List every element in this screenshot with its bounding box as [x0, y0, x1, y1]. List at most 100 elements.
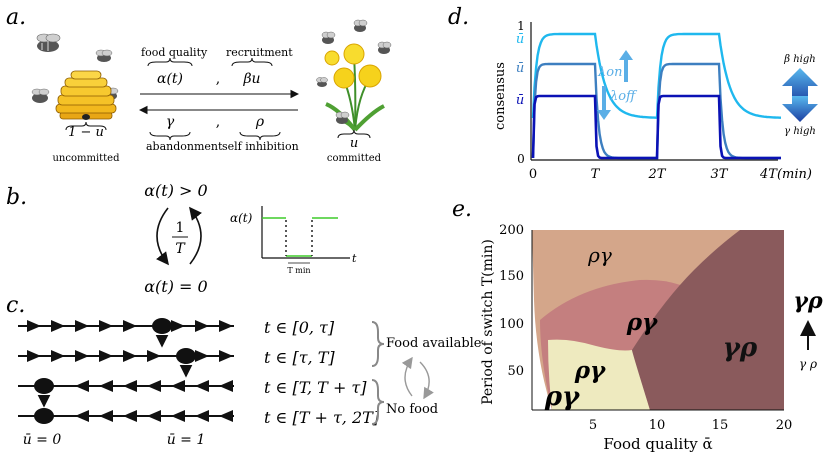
bee-icon	[31, 88, 50, 103]
flow-arrow	[99, 410, 113, 422]
rate-den: T	[175, 241, 186, 257]
switch-arrow	[401, 356, 413, 397]
panel-a-letter: a.	[6, 5, 26, 30]
x-tick: 20	[776, 418, 793, 433]
flow-arrow	[147, 410, 161, 422]
gamma-high: γ high	[784, 126, 816, 137]
flow-arrow	[219, 320, 233, 332]
side-arrow-up	[782, 68, 818, 104]
flow-arrow	[219, 410, 233, 422]
x-tick: 4T(min)	[759, 167, 812, 182]
switch-arrow	[419, 361, 434, 400]
flow-arrow	[171, 410, 185, 422]
ubar-mid: ū	[516, 61, 524, 76]
brace	[371, 321, 385, 367]
flow-arrow	[195, 350, 209, 362]
ubar-dark: ū	[516, 93, 524, 108]
region-label: ργ	[587, 243, 612, 267]
e-y-ticks: 50 100 150 200	[499, 223, 524, 379]
rho-rate: ρ	[255, 114, 265, 130]
separator-bottom: ,	[216, 114, 220, 130]
panel-c: c. t ∈ [0, τ] t ∈ [τ, T] t ∈ [T, T + τ] …	[6, 293, 482, 448]
d-ylabel: consensus	[493, 62, 508, 130]
region-right	[632, 230, 784, 410]
flow-arrow	[27, 350, 41, 362]
d-y-top: 1	[517, 19, 525, 33]
flow-arrow	[99, 350, 113, 362]
flow-arrow	[123, 380, 137, 392]
row-label: t ∈ [T + τ, 2T]	[264, 408, 380, 427]
rate-num: 1	[176, 220, 185, 236]
side-arrow-down	[782, 96, 818, 122]
region-cream	[548, 339, 650, 410]
x-tick: 3T	[711, 167, 729, 182]
panel-e-letter: e.	[452, 197, 472, 222]
brace	[65, 121, 107, 131]
flow-arrow	[75, 380, 89, 392]
gamma-rate: γ	[166, 114, 175, 130]
panel-d-letter: d.	[448, 5, 469, 30]
flow-arrow	[195, 320, 209, 332]
flow-arrow	[147, 350, 161, 362]
fixed-point	[34, 408, 54, 424]
bee-icon	[321, 31, 336, 44]
x-tick: 2T	[648, 167, 667, 182]
lambda-on-arrowhead	[619, 50, 633, 60]
food-available-label: Food available	[386, 336, 482, 351]
phase-lines	[18, 318, 234, 424]
beta-rate: βu	[242, 71, 260, 87]
cycle-arrow-up	[189, 206, 202, 265]
flow-arrow	[219, 350, 233, 362]
row-label: t ∈ [τ, T]	[264, 348, 335, 367]
lambda-off-arrowhead	[597, 110, 611, 120]
panel-d: d. consensus 1 0 ū ū ū 0 T 2T 3T 4T(min)…	[448, 5, 818, 182]
y-tick: 150	[499, 269, 524, 284]
signal-xlabel: t	[352, 252, 357, 265]
x-tick: T	[591, 167, 601, 182]
row-label: t ∈ [T, T + τ]	[264, 378, 367, 397]
consensus-curve	[531, 94, 781, 160]
bee-icon	[36, 33, 61, 52]
panel-b: b. α(t) > 0 α(t) = 0 1 T α(t) t T min	[6, 181, 357, 296]
brace	[147, 57, 193, 67]
no-food-label: No food	[386, 402, 438, 417]
x-tick: 5	[589, 418, 597, 433]
flow-arrow	[171, 380, 185, 392]
abandonment-label: abandonment	[146, 140, 223, 153]
y-tick: 200	[499, 223, 524, 238]
flow-arrow	[147, 380, 161, 392]
period-label: T min	[287, 266, 310, 275]
region-label: ργ	[544, 382, 581, 412]
y-tick: 100	[499, 317, 524, 332]
region-label: γρ	[723, 333, 758, 363]
row-label: t ∈ [0, τ]	[264, 318, 335, 337]
flow-arrow	[195, 380, 209, 392]
e-ylabel: Period of switch T(min)	[480, 239, 496, 405]
e-x-ticks: 5 10 15 20	[589, 418, 792, 433]
d-y-bottom: 0	[517, 152, 525, 166]
recruitment-label: recruitment	[226, 46, 293, 59]
uncommitted-label: uncommitted	[52, 153, 120, 164]
flow-arrow	[27, 320, 41, 332]
region-label: ργ	[626, 309, 659, 336]
beehive-icon	[55, 70, 117, 120]
brace	[371, 379, 385, 425]
committed-label: committed	[327, 153, 382, 164]
brace	[239, 131, 281, 141]
bee-icon	[353, 19, 368, 32]
uncommitted-value: 1 − u	[68, 125, 104, 140]
fixed-point	[152, 318, 172, 334]
consensus-curves	[531, 32, 781, 160]
region-label: ργ	[574, 357, 607, 384]
flow-arrow	[195, 410, 209, 422]
ubar-one: ū = 1	[167, 432, 206, 448]
committed-value: u	[350, 136, 358, 151]
lambda-off: λoff	[609, 89, 638, 104]
y-tick: 50	[507, 364, 524, 379]
flow-arrow	[75, 410, 89, 422]
flow-arrow	[219, 380, 233, 392]
side-bottom-label: γ ρ	[799, 357, 817, 371]
flow-arrow	[99, 380, 113, 392]
side-top-label: γρ	[793, 288, 823, 314]
